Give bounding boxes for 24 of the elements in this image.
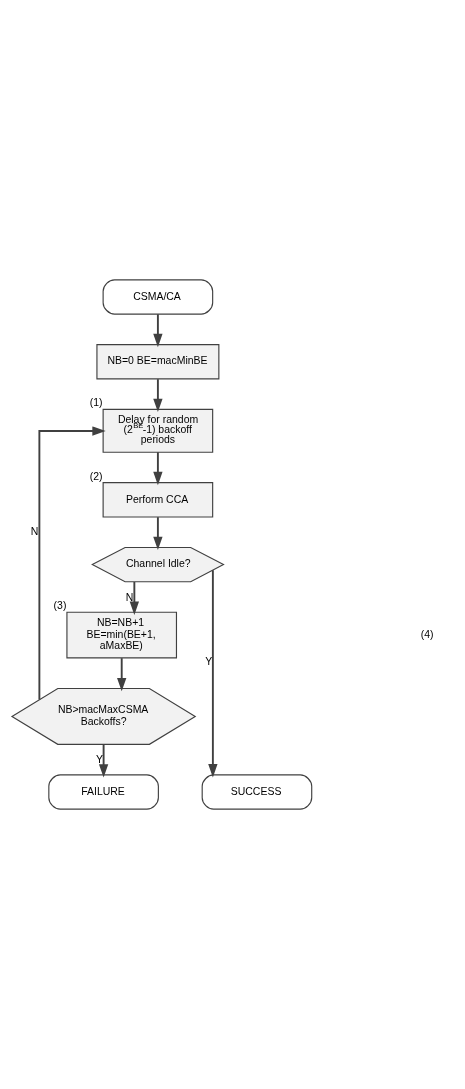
node-label: (1) <box>89 397 103 409</box>
arrow <box>38 426 106 701</box>
edge-label: Y <box>205 655 213 667</box>
arrow <box>153 313 163 348</box>
arrow <box>98 743 109 778</box>
node-label: (2) <box>89 470 103 482</box>
label: (4) <box>420 628 434 640</box>
node-box: Perform CCA <box>102 482 214 518</box>
edge-label: N <box>125 591 134 603</box>
arrow <box>129 581 140 615</box>
node-box: NB=0 BE=macMinBE <box>96 344 220 380</box>
node-box: NB=NB+1 BE=min(BE+1, aMaxBE) <box>66 611 178 659</box>
arrow <box>208 569 218 778</box>
node-label: (3) <box>53 600 67 612</box>
arrow <box>153 378 163 413</box>
arrow <box>153 516 163 551</box>
node-box: Delay for random (2$^{BE}$-1) backoff periods <box>102 408 214 453</box>
node-box: CSMA/CA <box>102 279 214 315</box>
edge-label: N <box>30 526 39 538</box>
node-box: FAILURE <box>48 774 159 810</box>
node-box: SUCCESS <box>201 774 313 810</box>
arrow <box>153 451 163 486</box>
edge-label: Y <box>95 754 103 766</box>
arrow <box>117 657 127 692</box>
